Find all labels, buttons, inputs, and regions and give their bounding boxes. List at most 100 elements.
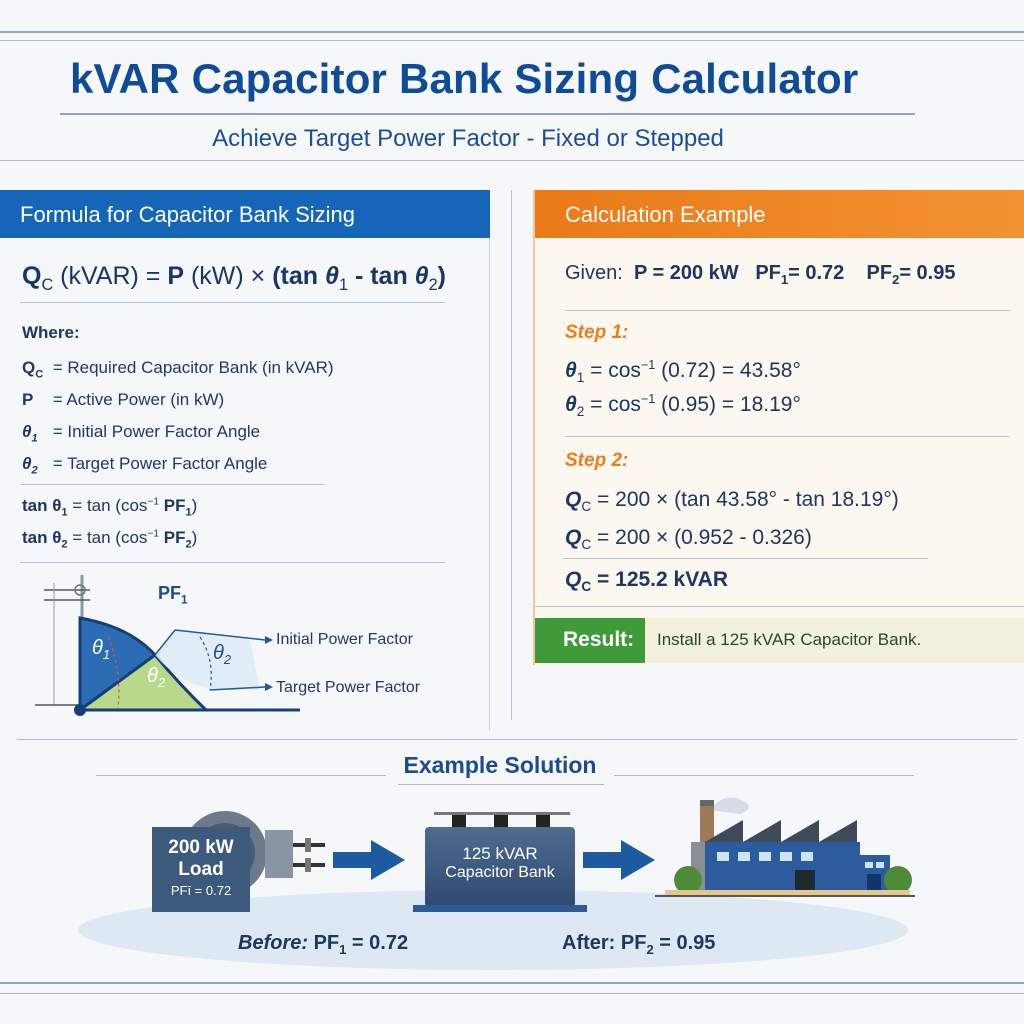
pf1-label: PF1 [158, 583, 188, 607]
tan-pf: PF [159, 496, 186, 515]
top-rule-1 [0, 31, 1024, 33]
step2-separator [563, 558, 928, 559]
page-subtitle: Achieve Target Power Factor - Fixed or S… [212, 125, 724, 152]
result-bar: Result: Install a 125 kVAR Capacitor Ban… [535, 618, 1024, 663]
panel-divider [511, 190, 512, 720]
given-p: P = 200 kW [633, 262, 739, 284]
example-panel: Calculation Example Given: P = 200 kW PF… [533, 190, 1024, 665]
def-sym-sub: 1 [31, 432, 38, 445]
factory-icon [655, 797, 915, 897]
cap-label: Capacitor Bank [445, 864, 555, 881]
given-pf1-value: = 0.72 [788, 262, 845, 284]
tan-rhs: = tan (cos [67, 528, 148, 547]
tan-close: ) [191, 496, 198, 515]
def-symbol: QC [22, 358, 48, 380]
load-power: 200 kW [168, 837, 234, 858]
target-pf-label: Target Power Factor [276, 679, 421, 696]
after-text: After: [562, 932, 616, 954]
calc-text: = 200 × (0.952 - 0.326) [591, 526, 812, 549]
calc-text: = 125.2 kVAR [591, 568, 728, 591]
before-pf-sub: 1 [339, 942, 347, 957]
def-sym-sub: C [35, 368, 44, 381]
theta1-sub: 1 [338, 276, 348, 294]
tan-sup: −1 [147, 528, 160, 540]
capacitor-terminals-icon [434, 812, 570, 829]
def-text: = Active Power (in kW) [48, 390, 225, 409]
initial-pf-label: Initial Power Factor [276, 631, 413, 648]
def-sym-text: Q [22, 358, 36, 377]
def-sym-text: θ [22, 454, 32, 473]
step1-row-1: θ1 = cos−1 (0.72) = 43.58° [565, 358, 801, 385]
solution-title-underline [398, 784, 604, 785]
capacitor-base [413, 905, 587, 912]
calc-sym: Q [565, 526, 582, 549]
calc-sub: 1 [576, 370, 585, 386]
given-label: Given: [565, 262, 623, 284]
before-label: Before: PF1 = 0.72 [238, 932, 408, 957]
example-panel-heading: Calculation Example [535, 190, 1024, 238]
step2-row-1: QC = 200 × (tan 43.58° - tan 18.19°) [565, 488, 899, 514]
theta-sub: 2 [157, 675, 166, 690]
tan-relation-1: tan θ1 = tan (cos−1 PF1) [22, 496, 197, 518]
calc-sym: θ [565, 359, 577, 382]
before-text: Before: [238, 932, 309, 954]
after-value: = 0.95 [653, 932, 716, 954]
formula-separator [20, 302, 445, 303]
theta-text: θ [92, 637, 103, 659]
theta2-sub: 2 [428, 276, 438, 294]
diagram-theta2-outer: θ2 [213, 642, 231, 667]
given-pf1: PF [755, 262, 781, 284]
calc-sym: θ [565, 393, 577, 416]
theta2: θ [414, 262, 429, 290]
theta-text: θ [213, 642, 224, 664]
def-sym-text: θ [22, 422, 32, 441]
given-pf2: PF [866, 262, 893, 284]
step1-separator [565, 436, 1010, 437]
load-box: 200 kW Load PFī = 0.72 [152, 827, 250, 912]
calc-sym: Q [565, 488, 582, 511]
def-text: = Required Capacitor Bank (in kVAR) [48, 358, 334, 377]
calc-sup: −1 [640, 392, 656, 406]
step1-label: Step 1: [565, 322, 629, 343]
def-text: = Target Power Factor Angle [48, 454, 268, 473]
before-value: = 0.72 [346, 932, 409, 954]
def-sym-sub: 2 [31, 464, 38, 477]
theta1: θ [325, 262, 339, 290]
definition-theta1: θ1 = Initial Power Factor Angle [22, 422, 260, 444]
title-underline [60, 113, 915, 115]
cap-rating: 125 kVAR [462, 844, 538, 863]
solution-right-rule [614, 775, 914, 776]
solution-top-rule [17, 739, 1017, 740]
tan-lhs-sub: 1 [61, 506, 68, 519]
calc-post: (0.72) = 43.58° [655, 359, 801, 382]
step2-row-2: QC = 200 × (0.952 - 0.326) [565, 526, 812, 552]
tan-sup: −1 [147, 496, 160, 508]
p-symbol: P [167, 262, 185, 290]
page-title: kVAR Capacitor Bank Sizing Calculator [70, 55, 859, 102]
tan-separator [20, 562, 445, 563]
after-label: After: PF2 = 0.95 [562, 932, 715, 957]
tan-lhs: tan θ [22, 496, 62, 515]
after-pf: PF [615, 932, 647, 954]
theta-text: θ [147, 665, 158, 687]
calc-pre: = cos [584, 393, 641, 416]
before-pf: PF [308, 932, 340, 954]
tan-rhs: = tan (cos [67, 496, 148, 515]
result-text: Install a 125 kVAR Capacitor Bank. [657, 630, 922, 649]
arrow-right-icon [583, 840, 655, 880]
theta-sub: 2 [223, 652, 232, 667]
def-text: = Initial Power Factor Angle [48, 422, 261, 441]
pf-text: PF [158, 583, 182, 603]
given-values: Given: P = 200 kW PF1= 0.72 PF2= 0.95 [565, 262, 955, 287]
kvar-unit: (kVAR) = [53, 262, 168, 290]
bottom-rule-2 [0, 993, 1024, 994]
tan-lhs: tan θ [22, 528, 62, 547]
theta-sub: 1 [102, 647, 111, 662]
tan-pf: PF [159, 528, 186, 547]
qc-symbol: Q [22, 262, 42, 290]
diagram-theta1: θ1 [92, 637, 110, 662]
definitions-separator [20, 484, 325, 485]
paren-open: (tan [272, 262, 325, 290]
formula-panel: Formula for Capacitor Bank Sizing QC (kV… [0, 190, 490, 730]
step1-row-2: θ2 = cos−1 (0.95) = 18.19° [565, 392, 801, 419]
